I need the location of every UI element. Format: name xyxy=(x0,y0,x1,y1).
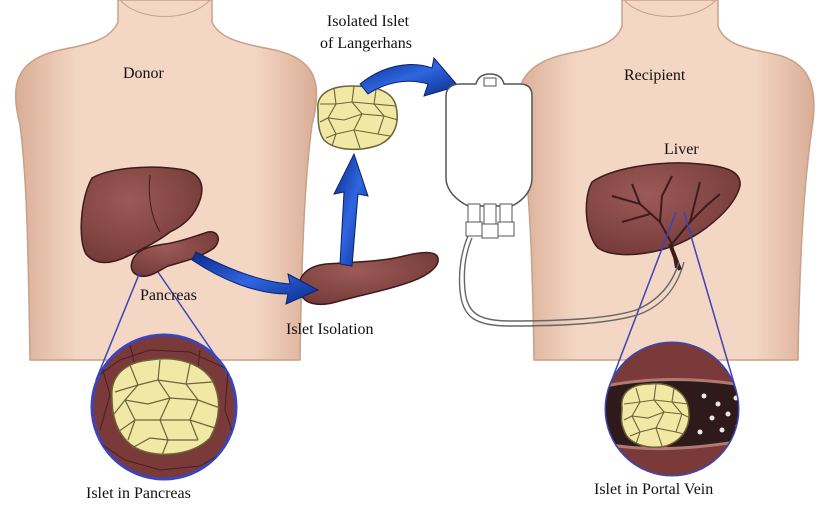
isolated-pancreas xyxy=(299,253,438,305)
label-islet-isolation: Islet Isolation xyxy=(286,321,374,338)
label-donor: Donor xyxy=(123,65,165,82)
label-pancreas: Pancreas xyxy=(140,287,197,304)
bag-ports xyxy=(466,204,514,238)
islet-cluster-right xyxy=(622,384,691,448)
label-isolated-islet-line2: of Langerhans xyxy=(320,35,412,52)
infusion-bag xyxy=(446,74,532,238)
label-islet-in-portal-vein: Islet in Portal Vein xyxy=(594,481,713,498)
islet-cluster-left xyxy=(112,359,220,455)
arrow-isolation-to-islet xyxy=(334,154,368,266)
label-liver: Liver xyxy=(664,141,699,158)
label-isolated-islet-line1: Isolated Islet xyxy=(327,13,410,30)
isolated-islet xyxy=(318,86,398,149)
arrow-islet-to-bag xyxy=(360,58,458,96)
label-islet-in-pancreas: Islet in Pancreas xyxy=(86,485,191,502)
label-recipient: Recipient xyxy=(624,67,686,84)
